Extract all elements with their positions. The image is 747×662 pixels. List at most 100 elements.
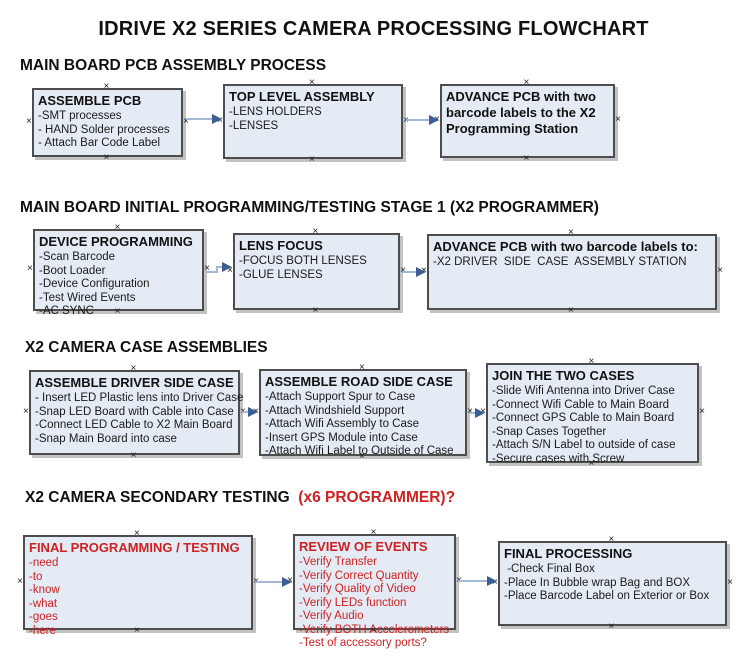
connection-handle-icon: × [103,152,110,163]
box-item: -Place Barcode Label on Exterior or Box [504,590,710,602]
section-heading-pcb-assembly: MAIN BOARD PCB ASSEMBLY PROCESS [20,57,326,75]
box-advance-pcb-driver-side: ADVANCE PCB with two barcode labels to: … [421,228,723,316]
box-join-the-two-cases: JOIN THE TWO CASES -Slide Wifi Antenna i… [480,357,705,469]
box-final-processing: FINAL PROCESSING -Check Final Box-Place … [492,535,733,632]
box-item: -Place In Bubble wrap Bag and BOX [504,576,691,589]
connection-handle-icon: × [400,264,406,276]
box-item-list: -X2 DRIVER SIDE CASE ASSEMBLY STATION [433,256,711,270]
section-heading-text: X2 CAMERA SECONDARY TESTING [25,489,294,506]
box-item: -Verify Correct Quantity [299,569,419,582]
connection-handle-icon: × [456,575,462,586]
connection-handle-icon: × [204,263,210,274]
connection-handle-icon: × [134,528,140,539]
connection-handle-icon: × [615,114,621,125]
box-item-list: -Check Final Box-Place In Bubble wrap Ba… [504,563,721,604]
connector-device-to-lensfocus [206,266,224,273]
box-title: FINAL PROGRAMMING / TESTING [29,540,240,555]
box-review-of-events: REVIEW OF EVENTS -Verify Transfer-Verify… [287,528,462,650]
box-item-list: -Attach Support Spur to Case-Attach Wind… [265,391,461,459]
box-item: -need [29,557,59,569]
box-title: DEVICE PROGRAMMING [39,234,193,249]
connection-handle-icon: × [27,263,33,274]
box-item: -Snap Cases Together [492,425,607,438]
arrowhead-icon [248,407,258,417]
arrowhead-icon [429,115,439,125]
connection-handle-icon: × [492,576,498,588]
box-item: -Scan Barcode [39,251,116,263]
connection-handle-icon: × [130,363,137,374]
connection-handle-icon: × [17,575,23,587]
box-lens-focus: LENS FOCUS -FOCUS BOTH LENSES-GLUE LENSE… [227,227,406,316]
arrowhead-icon [416,267,426,277]
box-item: -GLUE LENSES [239,268,323,281]
box-advance-pcb-programming-station: ADVANCE PCB with two barcode labels to t… [434,78,621,164]
connection-handle-icon: × [588,356,595,367]
box-item: -Attach Wifi Assembly to Case [265,418,420,430]
box-item: -Device Configuration [39,278,150,290]
connection-handle-icon: × [312,305,319,316]
section-heading-text: MAIN BOARD PCB ASSEMBLY PROCESS [20,57,327,74]
connection-handle-icon: × [608,534,615,545]
box-item-list: -Slide Wifi Antenna into Driver Case-Con… [492,385,693,466]
box-device-programming: DEVICE PROGRAMMING -Scan Barcode-Boot Lo… [27,223,210,318]
box-item: -Connect LED Cable to X2 Main Board [35,419,233,431]
connection-handle-icon: × [568,305,574,316]
section-heading-initial-programming: MAIN BOARD INITIAL PROGRAMMING/TESTING S… [20,199,599,217]
box-title: REVIEW OF EVENTS [299,539,428,554]
box-item: -Snap LED Board with Cable into Case [35,405,234,418]
section-heading-red-text: (x6 PROGRAMMER)? [294,489,456,506]
box-item-list: -SMT processes- HAND Solder processes- A… [38,110,177,151]
box-item-list: - Insert LED Plastic lens into Driver Ca… [35,392,243,446]
connection-handle-icon: × [227,264,233,276]
connection-handle-icon: × [480,406,486,417]
connection-handle-icon: × [183,115,189,127]
box-item: -Connect GPS Cable to Main Board [492,412,675,424]
connection-handle-icon: × [608,621,615,632]
connection-handle-icon: × [217,114,223,126]
box-title: ASSEMBLE ROAD SIDE CASE [265,374,453,389]
connection-handle-icon: × [253,405,259,417]
box-title: ADVANCE PCB with two barcode labels to t… [446,89,596,136]
box-item: -what [29,597,58,610]
box-item: -know [29,584,60,596]
box-item-list: -LENS HOLDERS-LENSES [229,106,397,133]
connection-handle-icon: × [699,406,705,417]
box-item: -SMT processes [38,110,122,122]
box-title: LENS FOCUS [239,238,323,253]
box-item: -to [29,570,43,583]
box-title: ASSEMBLE PCB [38,93,142,108]
box-item-list: -need-to-know-what-goes-here [29,557,247,638]
connection-handle-icon: × [370,527,377,538]
box-item: -Snap Main Board into case [35,432,177,445]
box-title: ASSEMBLE DRIVER SIDE CASE [35,375,234,390]
arrowhead-icon [475,408,485,418]
box-item: -LENS HOLDERS [229,106,322,118]
box-final-programming-testing: FINAL PROGRAMMING / TESTING -need-to-kno… [17,529,259,637]
box-item: -AC SYNC [39,305,94,317]
box-title: TOP LEVEL ASSEMBLY [229,89,375,104]
box-item: -X2 DRIVER SIDE CASE ASSEMBLY STATION [433,256,687,268]
connection-handle-icon: × [130,450,137,461]
box-item: -Verify Audio [299,610,364,622]
arrowhead-icon [222,262,232,272]
box-assemble-pcb: ASSEMBLE PCB -SMT processes- HAND Solder… [26,82,189,163]
box-item: -FOCUS BOTH LENSES [239,255,367,267]
connection-handle-icon: × [403,114,409,126]
connection-handle-icon: × [114,222,121,233]
box-item: -Verify LEDs function [299,596,407,609]
box-item: -Insert GPS Module into Case [265,431,418,444]
box-top-level-assembly: TOP LEVEL ASSEMBLY -LENS HOLDERS-LENSES … [217,78,409,165]
box-item: -Test of accessory ports? [299,637,427,649]
connection-handle-icon: × [359,362,365,373]
section-heading-text: MAIN BOARD INITIAL PROGRAMMING/TESTING S… [20,199,599,216]
arrowhead-icon [212,114,222,124]
connection-handle-icon: × [26,115,32,127]
box-item: - HAND Solder processes [38,123,170,136]
connection-handle-icon: × [523,77,530,88]
section-heading-text: X2 CAMERA CASE ASSEMBLIES [25,339,268,356]
box-item: -Verify BOTH Accelerometers [299,623,450,636]
box-item: -LENSES [229,119,279,132]
connection-handle-icon: × [253,575,259,587]
connection-handle-icon: × [568,227,574,238]
box-item: -Attach Wifi Label to Outside of Case [265,445,454,457]
